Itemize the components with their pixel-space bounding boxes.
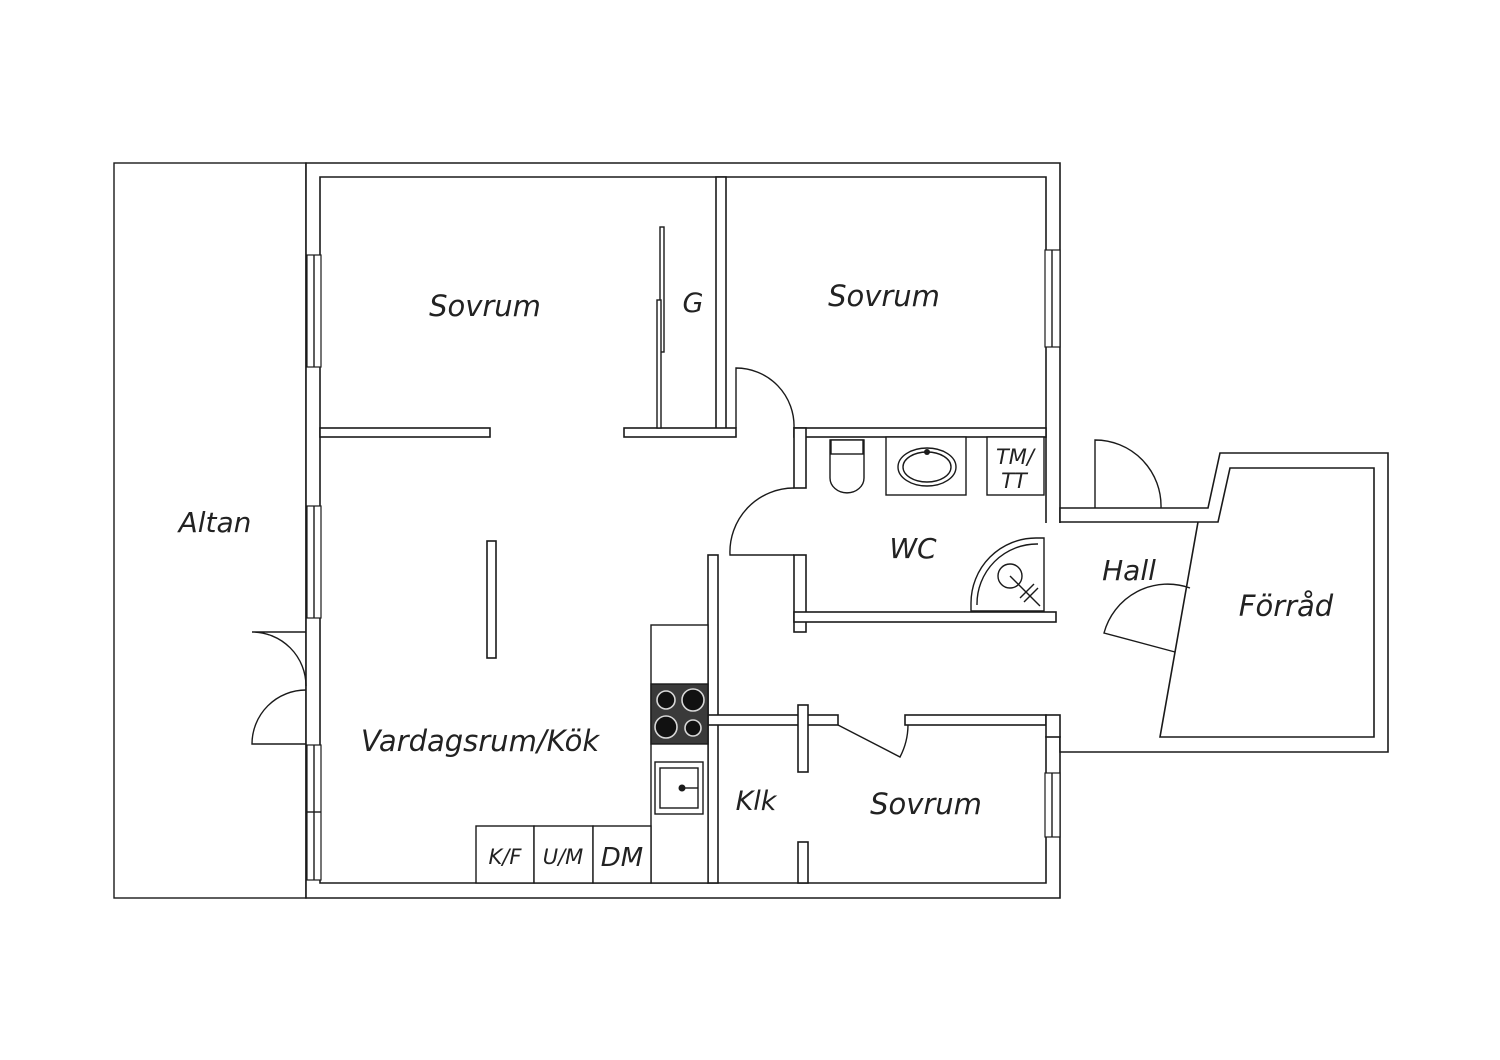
wardrobe-doors: [656, 226, 665, 429]
label-dm: DM: [601, 843, 643, 873]
label-sovrum-3: Sovrum: [870, 787, 982, 821]
door-swings: [251, 367, 1191, 758]
label-klk: Klk: [736, 786, 778, 817]
label-garderob: G: [683, 288, 704, 319]
label-altan: Altan: [177, 506, 252, 539]
main-outer-wall: [305, 162, 1061, 899]
label-hall: Hall: [1102, 554, 1156, 587]
label-tm-tt-bottom: TT: [1001, 469, 1029, 493]
windows: [306, 249, 1061, 881]
label-sovrum-1: Sovrum: [429, 289, 541, 323]
wc-fixtures: [829, 436, 1045, 612]
annex-outer-wall: [1059, 452, 1389, 753]
label-um: U/M: [543, 845, 584, 869]
label-forrad: Förråd: [1239, 589, 1334, 623]
interior-walls: [319, 176, 1061, 884]
label-sovrum-2: Sovrum: [828, 279, 940, 313]
label-tm-tt-top: TM/: [996, 445, 1036, 469]
label-wc: WC: [889, 532, 937, 565]
kitchen-fixtures: [475, 624, 709, 884]
annex-joint: [1044, 523, 1062, 736]
label-kf: K/F: [489, 845, 523, 869]
label-vardagsrum-kok: Vardagsrum/Kök: [361, 724, 600, 758]
